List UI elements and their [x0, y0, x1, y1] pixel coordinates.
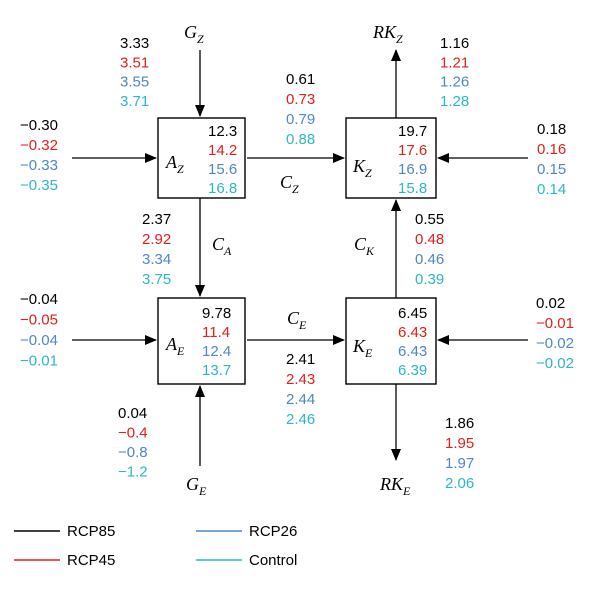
value-ck-control: 0.39: [415, 271, 444, 288]
value-ke-control: 6.39: [398, 362, 427, 379]
label-ae: AE: [165, 334, 185, 358]
value-rke-rcp45: 1.95: [445, 435, 474, 452]
value-cz-rcp85: 0.61: [286, 71, 315, 88]
value-kz-in-control: 0.14: [537, 181, 566, 198]
value-ae-in-control: −0.01: [20, 353, 58, 370]
value-ca-control: 3.75: [142, 271, 171, 288]
value-az-control: 16.8: [208, 180, 237, 197]
value-cz-rcp26: 0.79: [286, 111, 315, 128]
value-rkz-rcp26: 1.26: [440, 74, 469, 91]
value-az-rcp45: 14.2: [208, 142, 237, 159]
value-ke-rcp45: 6.43: [398, 324, 427, 341]
value-ae-control: 13.7: [202, 362, 231, 379]
value-az-in-rcp26: −0.33: [20, 157, 58, 174]
label-rkz: RKZ: [372, 22, 403, 46]
legend: RCP85 RCP45 RCP26 Control: [14, 523, 297, 569]
value-az-rcp85: 12.3: [208, 123, 237, 140]
value-ge-rcp85: 0.04: [118, 405, 147, 422]
label-ge: GE: [186, 474, 207, 498]
value-cz-rcp45: 0.73: [286, 91, 315, 108]
label-az: AZ: [165, 152, 184, 176]
legend-label-control: Control: [249, 552, 297, 569]
value-rkz-control: 1.28: [440, 93, 469, 110]
value-rke-rcp85: 1.86: [445, 415, 474, 432]
value-ke-in-rcp26: −0.02: [536, 335, 574, 352]
legend-label-rcp45: RCP45: [67, 552, 115, 569]
value-ce-rcp26: 2.44: [286, 391, 315, 408]
value-ae-rcp45: 11.4: [202, 324, 230, 341]
value-ae-in-rcp85: −0.04: [20, 291, 58, 308]
label-ce: CE: [287, 308, 307, 332]
value-ca-rcp45: 2.92: [142, 231, 171, 248]
value-rkz-rcp85: 1.16: [440, 35, 469, 52]
label-cz: CZ: [280, 172, 299, 196]
value-gz-rcp45: 3.51: [120, 54, 149, 71]
box-ke: [345, 297, 437, 385]
box-az: [157, 117, 246, 199]
value-kz-in-rcp45: 0.16: [537, 141, 566, 158]
value-kz-rcp26: 16.9: [398, 161, 427, 178]
box-kz: [345, 117, 437, 199]
value-kz-in-rcp26: 0.15: [537, 161, 566, 178]
value-ae-rcp26: 12.4: [202, 343, 231, 360]
value-ck-rcp45: 0.48: [415, 231, 444, 248]
value-ae-in-rcp45: −0.05: [20, 312, 58, 329]
value-cz-control: 0.88: [286, 131, 315, 148]
label-kz: KZ: [352, 156, 372, 180]
value-az-in-rcp85: −0.30: [20, 117, 58, 134]
label-gz: GZ: [184, 22, 204, 46]
value-ke-in-rcp85: 0.02: [536, 295, 565, 312]
value-ge-control: −1.2: [118, 464, 148, 481]
value-az-in-rcp45: −0.32: [20, 137, 58, 154]
value-ck-rcp26: 0.46: [415, 251, 444, 268]
label-ck: CK: [354, 234, 375, 258]
label-ca: CA: [212, 234, 232, 258]
value-ck-rcp85: 0.55: [415, 211, 444, 228]
arrows: [72, 49, 528, 466]
value-stacks: 12.3 14.2 15.6 16.8 19.7 17.6 16.9 15.8 9.78 11.4…: [20, 35, 574, 492]
value-ae-in-rcp26: −0.04: [20, 332, 58, 349]
value-ke-in-rcp45: −0.01: [536, 315, 574, 332]
label-ke: KE: [352, 336, 373, 360]
value-ce-rcp45: 2.43: [286, 371, 315, 388]
labels: AZ KZ AE KE GZ RKZ CZ CA CK CE GE RKE: [165, 22, 411, 498]
value-ke-rcp26: 6.43: [398, 343, 427, 360]
value-ge-rcp45: −0.4: [118, 425, 148, 442]
legend-label-rcp85: RCP85: [67, 523, 115, 540]
value-kz-rcp85: 19.7: [398, 123, 427, 140]
value-ce-control: 2.46: [286, 411, 315, 428]
value-gz-rcp26: 3.55: [120, 74, 149, 91]
value-rkz-rcp45: 1.21: [440, 54, 469, 71]
value-gz-rcp85: 3.33: [120, 35, 149, 52]
value-rke-rcp26: 1.97: [445, 455, 474, 472]
value-ce-rcp85: 2.41: [286, 351, 315, 368]
value-ca-rcp26: 3.34: [142, 251, 171, 268]
value-kz-in-rcp85: 0.18: [537, 121, 566, 138]
value-ca-rcp85: 2.37: [142, 211, 171, 228]
value-kz-control: 15.8: [398, 180, 427, 197]
label-rke: RKE: [379, 474, 411, 498]
value-az-in-control: −0.35: [20, 177, 58, 194]
legend-label-rcp26: RCP26: [249, 523, 297, 540]
value-ae-rcp85: 9.78: [202, 305, 231, 322]
box-ae: [157, 297, 246, 385]
value-rke-control: 2.06: [445, 475, 474, 492]
value-gz-control: 3.71: [120, 93, 149, 110]
value-az-rcp26: 15.6: [208, 161, 237, 178]
value-ke-rcp85: 6.45: [398, 305, 427, 322]
value-ke-in-control: −0.02: [536, 355, 574, 372]
value-kz-rcp45: 17.6: [398, 142, 427, 159]
value-ge-rcp26: −0.8: [118, 444, 148, 461]
